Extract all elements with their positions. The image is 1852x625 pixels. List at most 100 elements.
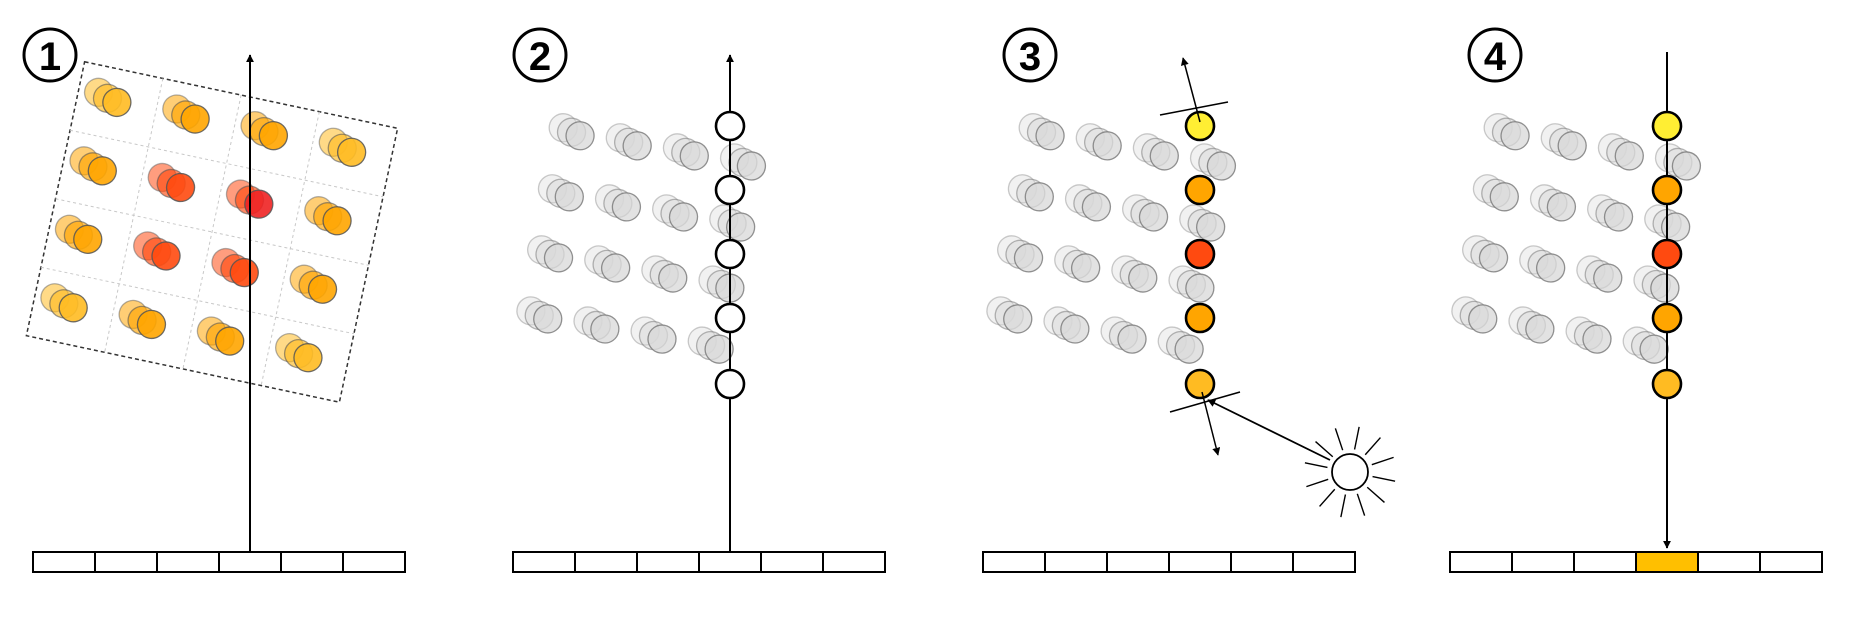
voxel-cloud-colored [40, 77, 367, 373]
voxel-cluster-group [516, 113, 767, 364]
voxel [554, 182, 584, 212]
sample-point [714, 302, 746, 334]
pixel-cell [1292, 551, 1356, 573]
step-badge-3: 3 [1002, 27, 1058, 83]
pixel-cell [32, 551, 96, 573]
voxel [1557, 131, 1587, 161]
voxel [1603, 202, 1634, 232]
voxel [307, 274, 338, 304]
voxel [1070, 253, 1101, 283]
step-number-3: 3 [1019, 35, 1041, 79]
surface-normal-bottom [1169, 391, 1241, 456]
pixel-row-4 [1449, 551, 1823, 573]
normal-arrow-top [1180, 57, 1201, 123]
light-ray-spoke [1334, 428, 1344, 451]
pixel-row-2 [512, 551, 886, 573]
voxel [1500, 121, 1530, 151]
pixel-cell [342, 551, 406, 573]
voxel [1035, 121, 1065, 151]
voxel [668, 202, 699, 232]
pixel-cell [1106, 551, 1170, 573]
light-ray-spoke [1353, 426, 1360, 450]
light-ray [1207, 399, 1331, 461]
step-badge-2: 2 [512, 27, 568, 83]
inner-grid-lines [40, 78, 384, 386]
voxel [1206, 151, 1237, 181]
step-badge-4: 4 [1467, 27, 1523, 83]
voxel [658, 263, 688, 293]
sample-point [1651, 368, 1683, 400]
step-number-1: 1 [39, 35, 61, 79]
light-ray-spoke [1304, 462, 1328, 469]
composited-sample-points [1651, 110, 1683, 400]
voxel [215, 326, 245, 356]
sample-point [1184, 302, 1216, 334]
voxel [73, 224, 103, 254]
voxel [1117, 324, 1147, 354]
light-ray-spoke [1315, 441, 1334, 458]
voxel [725, 212, 756, 242]
voxel [1149, 141, 1179, 171]
pixel-cell [574, 551, 638, 573]
pixel-cell [982, 551, 1046, 573]
voxel [590, 314, 620, 344]
sample-point [714, 368, 746, 400]
voxel [1003, 304, 1033, 334]
voxel [622, 131, 652, 161]
normal-arrow-bottom [1201, 391, 1221, 456]
panel-4-compositing: 4 [1449, 27, 1823, 573]
shaded-sample-points [1184, 110, 1216, 400]
voxel [1671, 151, 1702, 181]
voxel [1478, 243, 1509, 273]
voxel [1013, 243, 1044, 273]
pixel-cell [156, 551, 220, 573]
pixel-cell [1759, 551, 1823, 573]
voxel [565, 121, 595, 151]
sample-point [714, 174, 746, 206]
sample-point [1651, 302, 1683, 334]
voxel [258, 121, 289, 151]
voxel [1546, 192, 1577, 222]
voxel [736, 151, 767, 181]
voxel [1185, 273, 1215, 303]
pixel-cell [512, 551, 576, 573]
light-ray-spoke [1340, 494, 1347, 518]
voxel [1468, 304, 1498, 334]
sample-point [714, 238, 746, 270]
voxel [293, 343, 323, 373]
voxel [102, 87, 132, 118]
light-ray-spoke [1372, 475, 1396, 482]
voxel [1128, 263, 1158, 293]
pixel-cell [94, 551, 158, 573]
pixel-cell [636, 551, 700, 573]
panel-2-sampling: 2 [512, 27, 886, 573]
voxel-cloud-gray [1451, 113, 1702, 364]
sample-point [1184, 174, 1216, 206]
sample-point [1184, 110, 1216, 142]
pixel-cell [218, 551, 282, 573]
surface-normal-top [1159, 57, 1229, 123]
sample-points [714, 110, 746, 400]
voxel [543, 243, 574, 273]
step-badge-1: 1 [22, 27, 78, 83]
voxel [244, 189, 274, 219]
voxel [1489, 182, 1519, 212]
voxel [1614, 141, 1644, 171]
pixel-cell [1573, 551, 1637, 573]
sample-point [1651, 110, 1683, 142]
voxel [336, 137, 367, 167]
voxel [679, 141, 709, 171]
voxel-cloud-gray [516, 113, 767, 364]
voxel [1195, 212, 1226, 242]
voxel [322, 206, 352, 236]
voxel [229, 257, 259, 288]
pixel-cell [280, 551, 344, 573]
voxel [1060, 314, 1090, 344]
voxel [165, 172, 196, 203]
voxel [1525, 314, 1555, 344]
sample-point [1651, 238, 1683, 270]
light-bulb [1331, 453, 1369, 491]
voxel [58, 293, 88, 323]
sample-point [1184, 368, 1216, 400]
